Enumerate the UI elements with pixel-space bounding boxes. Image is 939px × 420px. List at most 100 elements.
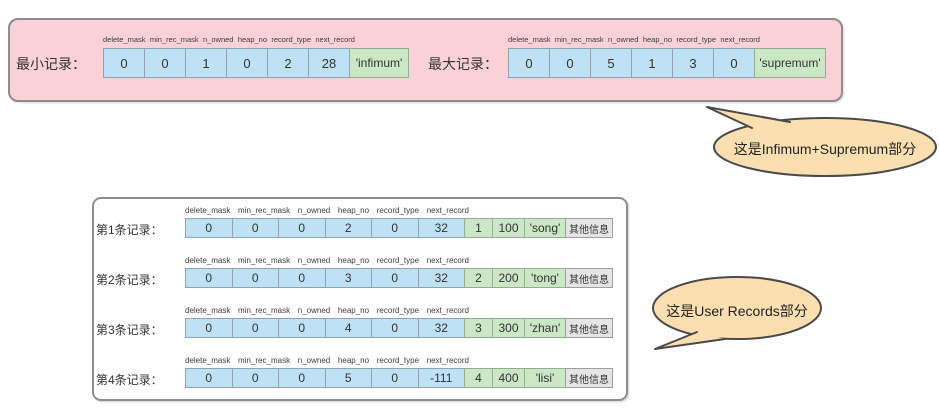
col-header: record_type bbox=[376, 256, 420, 265]
other-info-cell: 其他信息 bbox=[565, 268, 613, 288]
data-cell: 4 bbox=[464, 368, 493, 388]
field-cell: 32 bbox=[417, 318, 465, 338]
col-header: delete_mask bbox=[185, 256, 231, 265]
max-record-cells: 0 0 5 1 3 0 'supremum' bbox=[508, 48, 826, 78]
record-name-cell: 'infimum' bbox=[349, 48, 409, 78]
field-cell: 0 bbox=[371, 368, 419, 388]
data-cell: 2 bbox=[464, 268, 493, 288]
field-cell: 3 bbox=[324, 268, 372, 288]
col-header: delete_mask bbox=[185, 206, 231, 215]
column-headers: delete_mask min_rec_mask n_owned heap_no rec… bbox=[185, 206, 469, 215]
field-cell: 0 bbox=[278, 268, 326, 288]
field-cell: 0 bbox=[508, 48, 550, 78]
field-cell: 3 bbox=[672, 48, 714, 78]
col-header: record_type bbox=[376, 306, 420, 315]
field-cell: 0 bbox=[549, 48, 591, 78]
field-cell: 5 bbox=[324, 368, 372, 388]
other-info-cell: 其他信息 bbox=[565, 318, 613, 338]
col-header: next_record bbox=[315, 35, 355, 44]
col-header: min_rec_mask bbox=[238, 256, 291, 265]
callout-bubble-top bbox=[706, 106, 937, 177]
col-header: min_rec_mask bbox=[238, 306, 291, 315]
col-header: n_owned bbox=[297, 306, 331, 315]
record-cells: 0 0 0 5 0 -111 4 400 'lisi' 其他信息 bbox=[185, 368, 613, 388]
col-header: delete_mask bbox=[508, 35, 551, 44]
field-cell: 0 bbox=[185, 268, 233, 288]
field-cell: 0 bbox=[185, 368, 233, 388]
field-cell: 0 bbox=[231, 368, 279, 388]
field-cell: 0 bbox=[371, 218, 419, 238]
column-headers: delete_mask min_rec_mask n_owned heap_no rec… bbox=[185, 256, 469, 265]
col-header: record_type bbox=[376, 356, 420, 365]
field-cell: 0 bbox=[103, 48, 145, 78]
field-cell: 2 bbox=[324, 218, 372, 238]
field-cell: 0 bbox=[185, 218, 233, 238]
col-header: n_owned bbox=[203, 35, 234, 44]
col-header: record_type bbox=[676, 35, 716, 44]
col-header: next_record bbox=[426, 206, 469, 215]
record-row-label: 第4条记录： bbox=[96, 373, 163, 387]
col-header: next_record bbox=[426, 356, 469, 365]
col-header: next_record bbox=[426, 256, 469, 265]
data-cell: 200 bbox=[492, 268, 525, 288]
record-cells: 0 0 0 4 0 32 3 300 'zhan' 其他信息 bbox=[185, 318, 613, 338]
col-header: min_rec_mask bbox=[554, 35, 604, 44]
data-cell: 300 bbox=[492, 318, 525, 338]
col-header: min_rec_mask bbox=[238, 356, 291, 365]
field-cell: 0 bbox=[231, 218, 279, 238]
min-record-cells: 0 0 1 0 2 28 'infimum' bbox=[103, 48, 409, 78]
field-cell: 2 bbox=[267, 48, 309, 78]
callout-text-top: 这是Infimum+Supremum部分 bbox=[733, 141, 917, 157]
col-header: n_owned bbox=[297, 256, 331, 265]
field-cell: 0 bbox=[278, 318, 326, 338]
field-cell: -111 bbox=[417, 368, 465, 388]
col-header: min_rec_mask bbox=[149, 35, 199, 44]
col-header: min_rec_mask bbox=[238, 206, 291, 215]
field-cell: 0 bbox=[185, 318, 233, 338]
col-header: next_record bbox=[426, 306, 469, 315]
record-cells: 0 0 0 2 0 32 1 100 'song' 其他信息 bbox=[185, 218, 613, 238]
col-header: next_record bbox=[720, 35, 760, 44]
field-cell: 4 bbox=[324, 318, 372, 338]
data-cell: 100 bbox=[492, 218, 525, 238]
record-row-label: 第3条记录： bbox=[96, 323, 163, 337]
col-header: heap_no bbox=[642, 35, 673, 44]
field-cell: 28 bbox=[308, 48, 350, 78]
field-cell: 0 bbox=[371, 318, 419, 338]
data-cell: 400 bbox=[492, 368, 525, 388]
field-cell: 0 bbox=[278, 218, 326, 238]
col-header: record_type bbox=[376, 206, 420, 215]
field-cell: 32 bbox=[417, 218, 465, 238]
col-header: heap_no bbox=[337, 256, 370, 265]
min-record-label: 最小记录： bbox=[16, 56, 86, 72]
col-header: n_owned bbox=[297, 356, 331, 365]
record-name-cell: 'supremum' bbox=[754, 48, 826, 78]
col-header: record_type bbox=[271, 35, 311, 44]
col-header: heap_no bbox=[337, 206, 370, 215]
data-cell: 'lisi' bbox=[524, 368, 566, 388]
col-header: n_owned bbox=[297, 206, 331, 215]
field-cell: 1 bbox=[631, 48, 673, 78]
col-header: heap_no bbox=[337, 306, 370, 315]
field-cell: 0 bbox=[371, 268, 419, 288]
col-header: heap_no bbox=[237, 35, 268, 44]
col-header: delete_mask bbox=[185, 356, 231, 365]
data-cell: 'tong' bbox=[524, 268, 566, 288]
other-info-cell: 其他信息 bbox=[565, 218, 613, 238]
field-cell: 32 bbox=[417, 268, 465, 288]
field-cell: 0 bbox=[713, 48, 755, 78]
max-record-label: 最大记录： bbox=[428, 56, 498, 72]
col-header: delete_mask bbox=[103, 35, 146, 44]
field-cell: 0 bbox=[231, 268, 279, 288]
field-cell: 0 bbox=[226, 48, 268, 78]
col-header: n_owned bbox=[608, 35, 639, 44]
field-cell: 0 bbox=[278, 368, 326, 388]
data-cell: 'zhan' bbox=[524, 318, 566, 338]
field-cell: 5 bbox=[590, 48, 632, 78]
field-cell: 0 bbox=[231, 318, 279, 338]
callout-bubble-bottom bbox=[652, 276, 822, 350]
data-cell: 1 bbox=[464, 218, 493, 238]
